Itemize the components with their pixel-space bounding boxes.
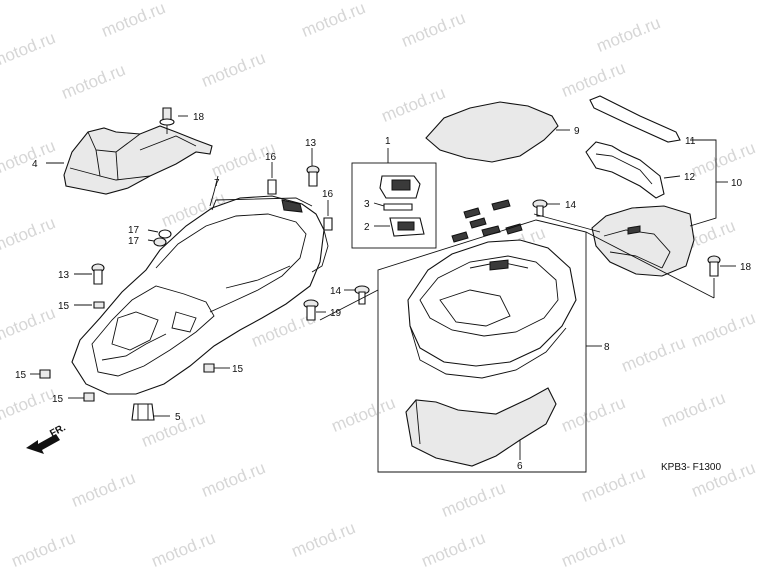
callout-15-c: 15 xyxy=(52,394,64,405)
callout-9: 9 xyxy=(574,126,580,137)
callout-19: 19 xyxy=(330,308,342,319)
fastener-18-right xyxy=(707,255,721,277)
callout-14-right: 14 xyxy=(565,200,577,211)
nut-15-b xyxy=(39,369,51,379)
part-10-air-duct xyxy=(591,205,695,277)
callout-labels: 4 18 7 13 16 16 17 17 13 15 15 15 15 5 1… xyxy=(15,112,752,472)
part-6-box-mat xyxy=(405,387,557,467)
clip-5 xyxy=(131,403,155,421)
callout-3: 3 xyxy=(364,199,370,210)
part-7-frame-body xyxy=(71,195,329,395)
callout-15-a: 15 xyxy=(58,301,70,312)
part-12-seal xyxy=(585,141,665,199)
screw-14-box-right xyxy=(532,199,548,217)
callout-1: 1 xyxy=(385,136,391,147)
callout-16-left: 16 xyxy=(265,152,277,163)
callout-8: 8 xyxy=(604,342,610,353)
callout-17-lower: 17 xyxy=(128,236,140,247)
callout-18-left: 18 xyxy=(193,112,205,123)
bolt-13-center xyxy=(306,165,320,187)
callout-16-right: 16 xyxy=(322,189,334,200)
bolt-13-left xyxy=(91,263,105,285)
callout-7: 7 xyxy=(214,178,220,189)
callout-11: 11 xyxy=(685,136,696,147)
callout-10: 10 xyxy=(731,178,743,189)
front-direction-arrow-icon: FR. xyxy=(26,422,68,454)
part-9-pad xyxy=(425,101,559,163)
callout-14-left: 14 xyxy=(330,286,342,297)
nut-15-c xyxy=(83,392,95,402)
callout-5: 5 xyxy=(175,412,181,423)
callout-13-left: 13 xyxy=(58,270,70,281)
part-8-luggage-box xyxy=(407,199,577,379)
front-direction-label: FR. xyxy=(48,422,68,439)
pin-16-b xyxy=(323,217,333,231)
callout-18-right: 18 xyxy=(740,262,752,273)
nut-15-a xyxy=(93,301,105,309)
part-11-seal-strip xyxy=(589,95,681,143)
pin-16-a xyxy=(267,179,277,195)
inset-box-part-1 xyxy=(351,162,437,249)
callout-13-center: 13 xyxy=(305,138,317,149)
diagram-code: KPB3- F1300 xyxy=(661,462,721,473)
bolt-19 xyxy=(303,299,319,321)
leader-lines xyxy=(30,115,736,473)
callout-15-b: 15 xyxy=(15,370,27,381)
callout-17-upper: 17 xyxy=(128,225,140,236)
fastener-18-upper-left xyxy=(159,107,175,134)
callout-2: 2 xyxy=(364,222,370,233)
callout-6: 6 xyxy=(517,461,523,472)
part-4-upper-cover xyxy=(63,125,213,195)
callout-15-d: 15 xyxy=(232,364,244,375)
callout-4: 4 xyxy=(32,159,38,170)
callout-12: 12 xyxy=(684,172,696,183)
clip-17 xyxy=(153,229,172,247)
nut-15-d xyxy=(203,363,215,373)
